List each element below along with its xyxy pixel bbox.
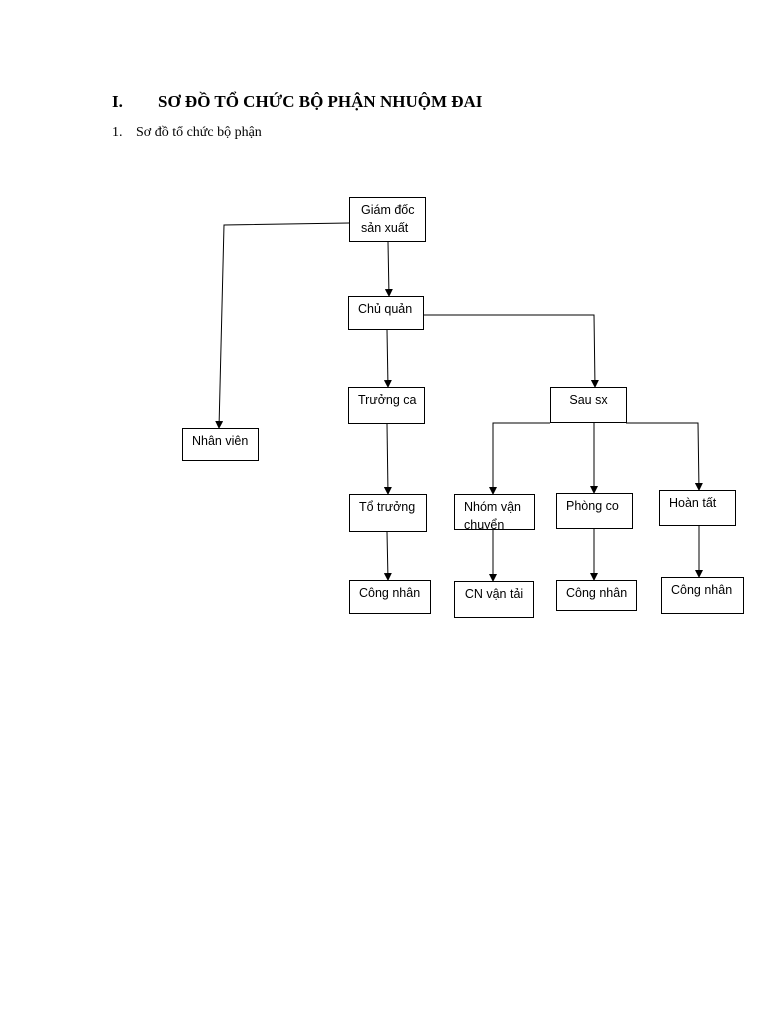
node-worker: Công nhân <box>661 577 744 614</box>
node-finishing: Hoàn tất <box>659 490 736 526</box>
node-post-production: Sau sx <box>550 387 627 423</box>
connector-supervisor-shiftleader <box>383 329 392 388</box>
node-supervisor: Chủ quản <box>348 296 424 330</box>
node-shift-leader: Trưởng ca <box>348 387 425 424</box>
connector-teamleader-worker <box>383 531 392 581</box>
connector-postproduction-finishing <box>626 422 703 491</box>
node-shrink-room: Phòng co <box>556 493 633 529</box>
section-title: SƠ ĐỒ TỔ CHỨC BỘ PHẬN NHUỘM ĐAI <box>158 92 483 111</box>
node-staff: Nhân viên <box>182 428 259 461</box>
connector-shiftleader-teamleader <box>383 423 392 495</box>
subsection-number: 1. <box>112 125 123 140</box>
section-number: I. <box>112 92 123 111</box>
node-transport-worker: CN vận tải <box>454 581 534 618</box>
connector-director-supervisor <box>384 241 393 297</box>
subsection-title: Sơ đồ tổ chức bộ phận <box>136 125 262 140</box>
connector-postproduction-transport <box>489 422 550 495</box>
node-director: Giám đốc sản xuất <box>349 197 426 242</box>
node-worker: Công nhân <box>556 580 637 611</box>
connector-supervisor-postproduction <box>424 314 599 388</box>
node-team-leader: Tổ trưởng <box>349 494 427 532</box>
node-transport-group: Nhóm vận chuyển <box>454 494 535 530</box>
node-worker: Công nhân <box>349 580 431 614</box>
connector-director-staff <box>215 222 350 429</box>
